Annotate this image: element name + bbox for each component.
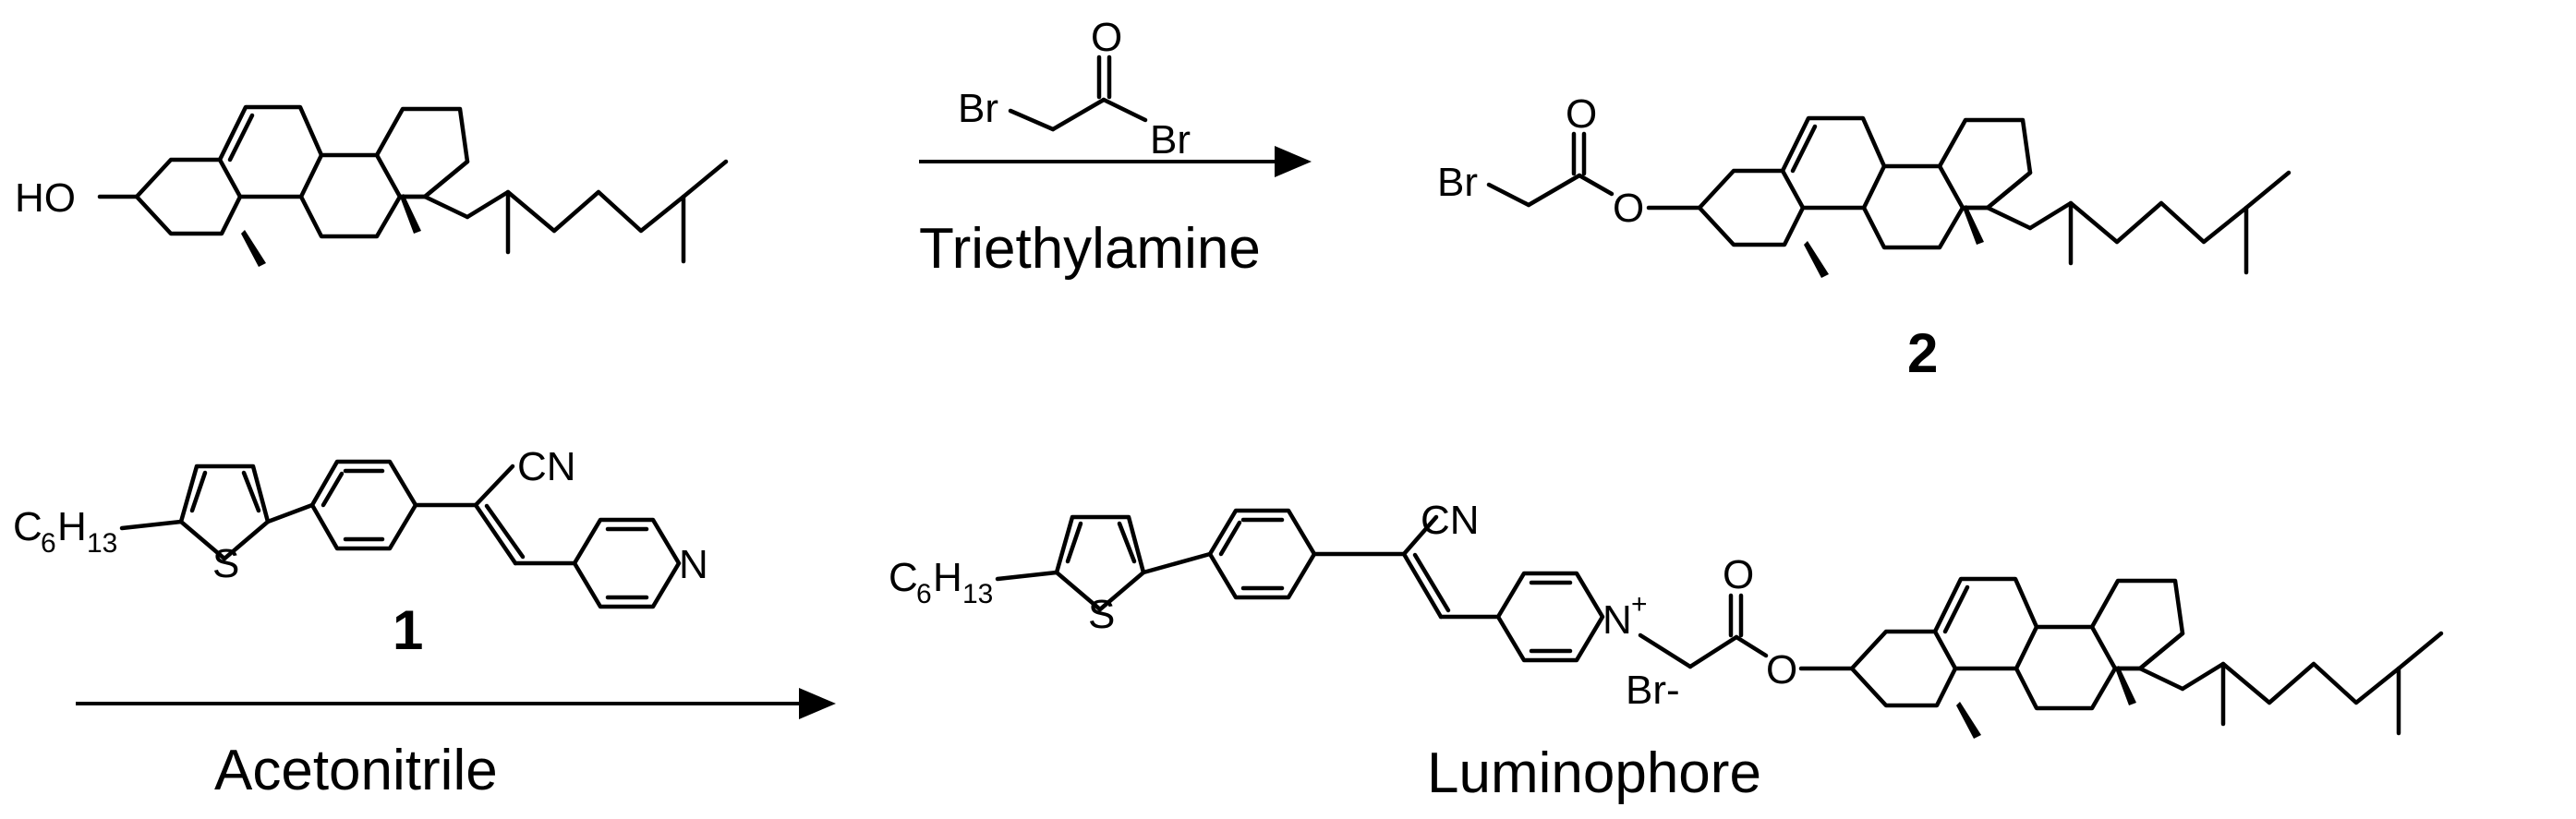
luminophore-structure: C 6 H 13 S CN N + Br- O O [889,498,2441,739]
condition-triethylamine: Triethylamine [919,217,1261,281]
compound-1-structure: C 6 H 13 S CN N [13,444,708,609]
product2-br-label: Br [1437,160,1478,205]
c1-hexyl-h-sub: 13 [87,528,117,559]
c1-cyano: CN [517,444,576,489]
product2-carbonyl-o: O [1566,91,1597,137]
compound-2-label: 2 [1907,322,1938,384]
c1-pyridine-n: N [679,542,708,587]
lum-bromide: Br- [1626,668,1680,713]
reagent-br-right: Br [1150,117,1191,163]
product2-ester-o: O [1613,186,1644,231]
lum-pyridinium-n: N [1602,597,1632,643]
lum-n-charge: + [1631,589,1648,620]
cholesterol-structure: HO [15,107,726,267]
reagent-br-left: Br [958,86,998,131]
lum-sulfur: S [1088,592,1115,637]
reaction-arrow-2 [76,688,836,719]
lum-hexyl-c: C [889,555,918,600]
c1-hexyl-h: H [57,504,87,549]
lum-cyano: CN [1421,498,1480,543]
compound-2-structure: Br O O [1437,91,2289,278]
lum-ester-o: O [1766,647,1797,693]
reaction-arrow-1 [919,146,1312,177]
lum-hexyl-h: H [933,555,962,600]
compound-1-label: 1 [393,599,423,661]
reagent-carbonyl-o: O [1091,15,1122,60]
c1-sulfur: S [212,541,239,586]
hydroxyl-label: HO [15,175,76,221]
bromoacetyl-bromide-structure: Br O Br [958,15,1191,163]
lum-hexyl-c-sub: 6 [916,579,932,609]
lum-hexyl-h-sub: 13 [962,579,993,609]
c1-hexyl-c-sub: 6 [41,528,56,559]
c1-hexyl-c: C [13,504,42,549]
lum-carbonyl-o: O [1723,552,1754,597]
luminophore-label: Luminophore [1427,741,1761,805]
condition-acetonitrile: Acetonitrile [214,739,498,802]
